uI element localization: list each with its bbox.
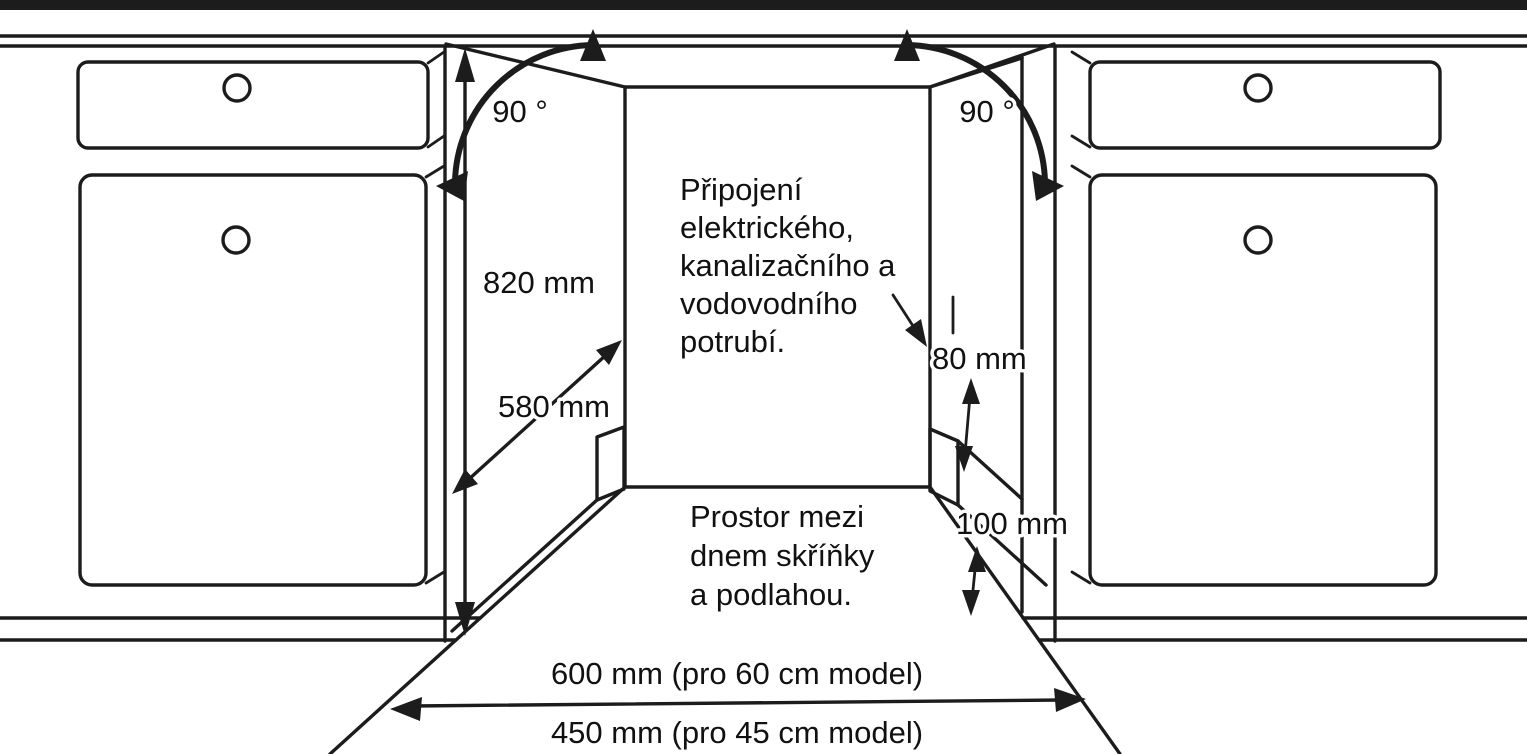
arrowhead-up-icon (580, 29, 606, 61)
floor-note-line1: Prostor mezi (690, 499, 864, 534)
arrowhead-up-right-icon (596, 340, 622, 365)
left-cabinet-outline (0, 44, 482, 643)
left-door-front (78, 173, 428, 587)
left-door-knob (221, 225, 251, 255)
dim-width-45-label: 450 mm (pro 45 cm model) (551, 715, 923, 750)
door-swing-arc-right (904, 42, 1048, 186)
connection-note: Připojení elektrického, kanalizačního a … (677, 169, 927, 363)
installation-niche (328, 42, 1122, 754)
left-plinth-side (595, 425, 626, 502)
floor-gap-note: Prostor mezi dnem skříňky a podlahou. (687, 496, 879, 616)
dimension-gap-80: 80 mm (929, 295, 1030, 472)
arrowhead-left-icon (436, 171, 468, 201)
arrowhead-left-icon (390, 697, 422, 721)
angle-label-right: 90 ° (959, 94, 1015, 129)
connection-note-line1: Připojení (680, 172, 803, 207)
dim-depth-label: 580 mm (498, 389, 610, 424)
niche-right-wall-edges (928, 42, 1056, 587)
connection-note-line5: potrubí. (680, 324, 785, 359)
countertop (0, 0, 1527, 48)
arrowhead-up-icon (894, 29, 920, 61)
connection-note-line3: kanalizačního a (680, 248, 896, 283)
niche-left-wall-edges (444, 42, 627, 633)
arrowhead-down-icon (955, 446, 973, 472)
door-swing-right: 90 ° (894, 29, 1064, 201)
niche-back-wall (623, 85, 932, 489)
floor-note-line3: a podlahou. (690, 577, 852, 612)
wall-top-band (0, 0, 1527, 10)
right-cabinet (1020, 44, 1527, 643)
dim-depth-line (466, 353, 608, 482)
arrowhead-up-icon (455, 48, 475, 82)
dimension-height: 820 mm (455, 48, 598, 636)
connection-pointer-line (891, 293, 917, 331)
arrowhead-down-right-icon (905, 319, 927, 347)
dim-80-label: 80 mm (932, 341, 1027, 376)
arrowhead-right-icon (1054, 688, 1086, 712)
left-drawer-knob (222, 73, 252, 103)
right-cabinet-outline (1020, 44, 1527, 643)
floor-perspective-edges (328, 485, 1122, 754)
right-plinth-side (928, 427, 960, 507)
dim-height-label: 820 mm (483, 265, 595, 300)
dim-width-line (410, 698, 1064, 708)
arrowhead-right-icon (1032, 171, 1064, 201)
dim-80-line (963, 394, 972, 456)
right-drawer-front (1088, 60, 1442, 150)
arrowhead-up-icon (968, 546, 986, 572)
right-cabinet-perspective-ticks (1070, 50, 1092, 585)
arrowhead-up-icon (962, 378, 980, 404)
dim-width-60-label: 600 mm (pro 60 cm model) (551, 656, 923, 691)
dimension-gap-100: 100 mm (953, 503, 1071, 616)
dimension-depth: 580 mm (452, 340, 622, 494)
dimension-width: 600 mm (pro 60 cm model) 450 mm (pro 45 … (390, 653, 1086, 754)
left-cabinet (0, 44, 482, 643)
floor-note-line2: dnem skříňky (690, 538, 875, 573)
dim-100-label: 100 mm (956, 506, 1068, 541)
door-swing-left: 90 ° (436, 29, 606, 201)
right-drawer-knob (1243, 73, 1273, 103)
arrowhead-down-left-icon (452, 469, 478, 494)
arrowhead-down-icon (962, 590, 980, 616)
door-swing-arc-left (452, 42, 596, 186)
connection-note-line4: vodovodního (680, 286, 858, 321)
connection-note-line2: elektrického, (680, 210, 854, 245)
countertop-edge-lines (0, 34, 1527, 48)
left-cabinet-perspective-ticks (424, 50, 446, 585)
left-drawer-front (76, 60, 430, 150)
right-door-knob (1243, 225, 1273, 255)
arrowhead-down-icon (455, 602, 475, 636)
right-door-front (1088, 173, 1438, 587)
angle-label-left: 90 ° (492, 94, 548, 129)
